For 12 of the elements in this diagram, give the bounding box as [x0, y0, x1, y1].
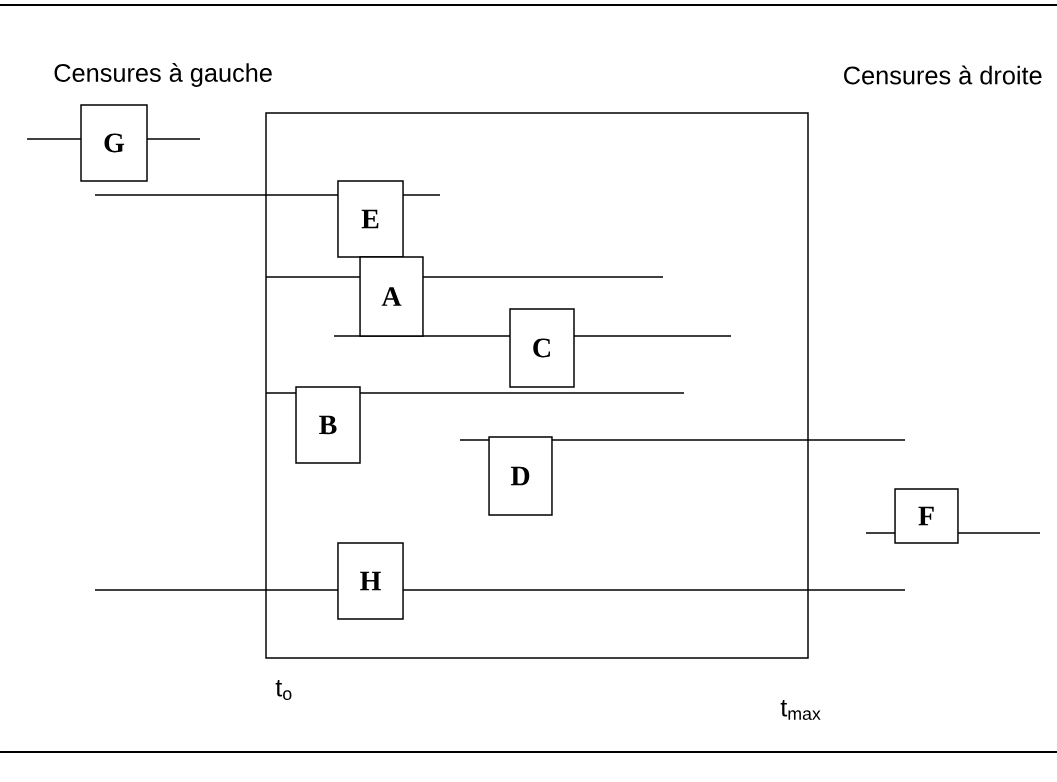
letter-box: D [488, 436, 553, 516]
letter-box: H [337, 542, 404, 620]
letter-box: F [894, 488, 959, 544]
observation-window [265, 112, 809, 659]
letter-box: A [359, 256, 424, 337]
letter-box: C [509, 308, 575, 388]
letter-box: G [80, 104, 148, 182]
time-label: t$_{max}$ [780, 700, 821, 720]
letter-box: E [337, 180, 404, 258]
time-label: t$_{o}$ [275, 680, 292, 700]
side-heading: Censures à droite [844, 65, 1042, 85]
letter-box: B [295, 386, 361, 464]
